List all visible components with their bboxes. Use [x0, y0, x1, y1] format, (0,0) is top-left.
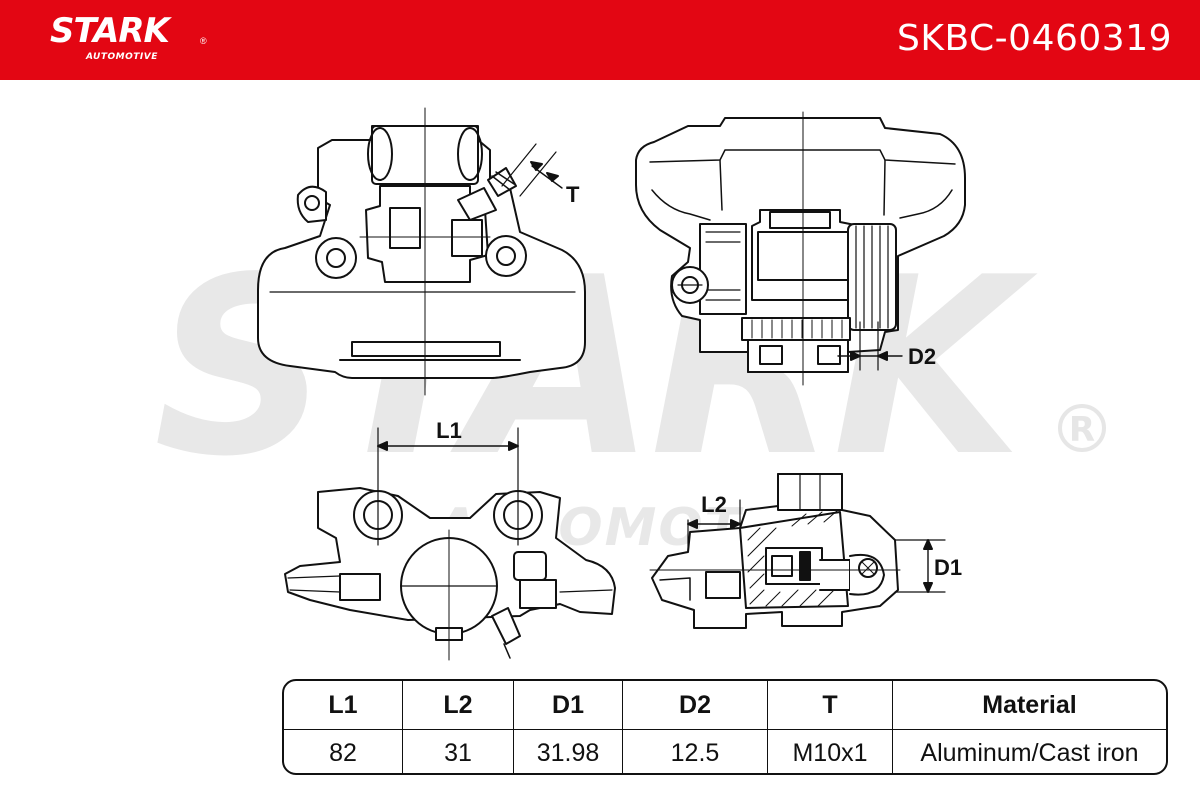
dimension-label-t: T [566, 182, 580, 207]
spec-value-l1: 82 [329, 738, 357, 767]
watermark-registered-mark-letter: R [1069, 410, 1095, 450]
brand-logo: STARK ® AUTOMOTIVE [50, 11, 207, 62]
spec-value-d1: 31.98 [513, 729, 623, 773]
dimension-label-d1: D1 [934, 555, 962, 580]
caliper-view-side: D2 [635, 111, 966, 386]
spec-header-material: Material [892, 681, 1166, 730]
spec-header-l2: L2 [402, 681, 514, 730]
brand-logo-subtext: AUTOMOTIVE [86, 52, 158, 62]
specification-table: L1 L2 D1 D2 T Material 82 31 31.98 12.5 … [282, 679, 1168, 775]
caliper-view-top: L1 [284, 418, 616, 661]
brand-logo-text: STARK [50, 11, 170, 51]
part-number: SKBC-0460319 [897, 18, 1172, 59]
dimension-label-l1: L1 [436, 418, 462, 443]
spec-value-material: Aluminum/Cast iron [892, 729, 1166, 773]
spec-value-t: M10x1 [767, 729, 893, 773]
watermark-registered-circle [1058, 404, 1106, 452]
cross-section-hatching [747, 509, 839, 607]
spec-header-d2: D2 [622, 681, 768, 730]
dimension-label-l2: L2 [701, 492, 727, 517]
spec-value-row: 82 31 31.98 12.5 M10x1 Aluminum/Cast iro… [284, 729, 1166, 773]
spec-header-l1: L1 [284, 681, 403, 730]
spec-value-l2: 31 [402, 729, 514, 773]
spec-value-d2: 12.5 [622, 729, 768, 773]
header-bar: STARK ® AUTOMOTIVE SKBC-0460319 [0, 0, 1200, 80]
spec-header-row: L1 L2 D1 D2 T Material [284, 681, 1166, 730]
dimension-label-d2: D2 [908, 344, 936, 369]
registered-mark: ® [200, 36, 207, 46]
spec-header-t: T [767, 681, 893, 730]
caliper-view-rear: T [257, 107, 586, 396]
caliper-view-cross-section: L2 D1 [649, 473, 962, 629]
spec-header-d1: D1 [513, 681, 623, 730]
